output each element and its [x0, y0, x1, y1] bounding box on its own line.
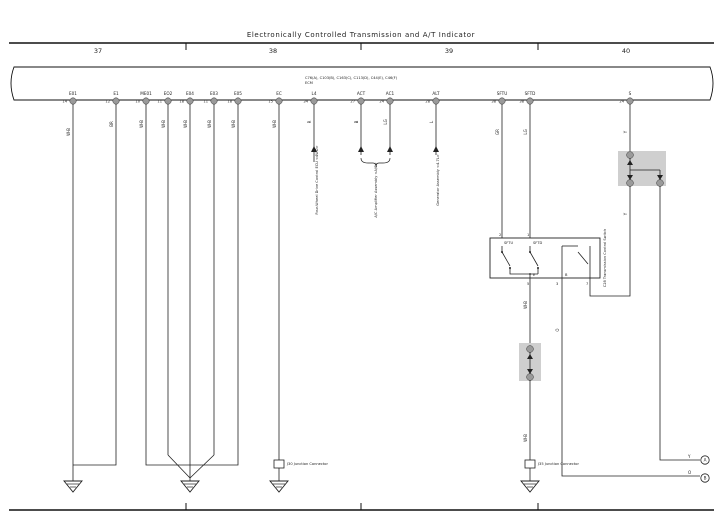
pin-label-eo2: EO2 [164, 91, 173, 96]
offpage-connector-b: B [700, 473, 710, 483]
svg-text:38: 38 [519, 100, 524, 104]
svg-text:B: B [704, 476, 707, 481]
wire-color-label: BR [109, 121, 114, 127]
junction-j30-label: J30 Junction Connector [286, 462, 328, 466]
pin-label-alt: ALT [432, 91, 440, 96]
svg-text:27: 27 [350, 100, 355, 104]
svg-text:5: 5 [527, 282, 529, 286]
ecm-block [10, 66, 714, 101]
destination-ac: A/C Amplifier Assembly <A/C> [374, 162, 378, 217]
pin-label-me01: ME01 [140, 91, 152, 96]
pin-label-l4: L4 [312, 91, 317, 96]
svg-text:24: 24 [619, 100, 624, 104]
ground-symbol [180, 478, 200, 493]
wire-color-label: O [555, 328, 560, 331]
shift-wires [501, 104, 531, 238]
switch-ground-wire [519, 278, 541, 478]
svg-text:3: 3 [556, 282, 558, 286]
ground-symbol [63, 478, 83, 493]
svg-text:11: 11 [157, 100, 162, 104]
svg-text:24: 24 [379, 100, 384, 104]
ecm-connectors: C76(A), C103(B), C163(C), C113(D), C44(E… [305, 76, 398, 80]
ecm-name: ECM [305, 81, 313, 85]
wire-color-label: R [307, 120, 312, 123]
pin-label-e01: E01 [69, 91, 77, 96]
svg-text:A: A [704, 458, 707, 463]
svg-text:15: 15 [268, 100, 273, 104]
s-wire [589, 104, 700, 461]
wire-color-label: W-B [523, 434, 528, 442]
svg-text:10: 10 [135, 100, 140, 104]
wire-color-label: W-B [231, 120, 236, 128]
wire-color-label: B [354, 120, 359, 123]
svg-text:11: 11 [203, 100, 208, 104]
pin-label-sftd: SFTD [525, 91, 536, 96]
column-number: 40 [622, 47, 630, 55]
wire-color-label: W-B [207, 120, 212, 128]
svg-text:SFTD: SFTD [533, 241, 542, 245]
wire-color-label: W-B [272, 120, 277, 128]
svg-text:34: 34 [303, 100, 308, 104]
l4-wire [311, 104, 317, 162]
svg-text:28: 28 [425, 100, 430, 104]
svg-text:SFTU: SFTU [504, 241, 513, 245]
wire-color-label: Y [687, 454, 691, 459]
wire-color-label: W-B [66, 128, 71, 136]
junction-j35 [524, 459, 536, 469]
alt-wire [433, 104, 439, 155]
wire-color-label: Y [623, 130, 628, 134]
svg-text:2: 2 [499, 233, 501, 237]
svg-text:B: B [565, 273, 568, 277]
svg-text:18: 18 [227, 100, 232, 104]
ec-wire [273, 104, 285, 478]
wire-color-label: W-B [161, 120, 166, 128]
wire-color-label: W-B [523, 301, 528, 309]
pin-label-s: S [629, 91, 632, 96]
svg-text:7: 7 [586, 282, 588, 286]
wire-color-label: W-B [183, 120, 188, 128]
junction-j35-label: J35 Junction Connector [537, 462, 579, 466]
wire-color-label: GR [495, 129, 500, 135]
ac-wires [358, 104, 393, 168]
column-ticks [185, 43, 539, 510]
destination-alt: Generator Assembly <4.7L> [436, 154, 440, 206]
wire-color-label: Y [623, 212, 628, 216]
wire-color-label: LG [383, 119, 388, 124]
pin-label-ac1: AC1 [386, 91, 395, 96]
column-number: 37 [94, 47, 102, 55]
wire-color-label: LG [523, 129, 528, 134]
destination-l4: Four-Wheel Drive Control ECU <4WD> [315, 145, 319, 214]
pin-label-e1: E1 [113, 91, 119, 96]
pin-label-act: ACT [357, 91, 366, 96]
svg-text:14: 14 [62, 100, 67, 104]
wire-color-label: W-B [139, 120, 144, 128]
column-number: 38 [269, 47, 277, 55]
pin-label-e05: E05 [234, 91, 242, 96]
diagram-title: Electronically Controlled Transmission a… [247, 31, 475, 39]
ground-symbol [269, 478, 289, 493]
pin-label-ec: EC [276, 91, 282, 96]
ground-wires [72, 104, 239, 479]
pin-label-sftu: SFTU [497, 91, 508, 96]
offpage-connector-a: A [700, 455, 710, 465]
svg-text:18: 18 [179, 100, 184, 104]
switch-label: C28 Transmission Control Switch [603, 229, 607, 288]
svg-text:E: E [533, 273, 536, 277]
transmission-control-switch: 2 1 SFTU SFTD E B 5 3 7 [489, 233, 601, 286]
junction-j30 [273, 459, 285, 469]
switch-output-wire [561, 278, 700, 477]
svg-text:1: 1 [527, 233, 529, 237]
svg-text:38: 38 [491, 100, 496, 104]
svg-text:12: 12 [105, 100, 110, 104]
column-number: 39 [445, 47, 453, 55]
pin-label-e03: E03 [210, 91, 218, 96]
pin-label-e04: E04 [186, 91, 194, 96]
wire-color-label: L [429, 120, 434, 123]
wire-color-label: O [688, 470, 691, 475]
ecm-pins: E01 E1 ME01 EO2 E04 E03 E05 EC L4 ACT AC… [62, 91, 634, 105]
ground-symbol [520, 478, 540, 493]
